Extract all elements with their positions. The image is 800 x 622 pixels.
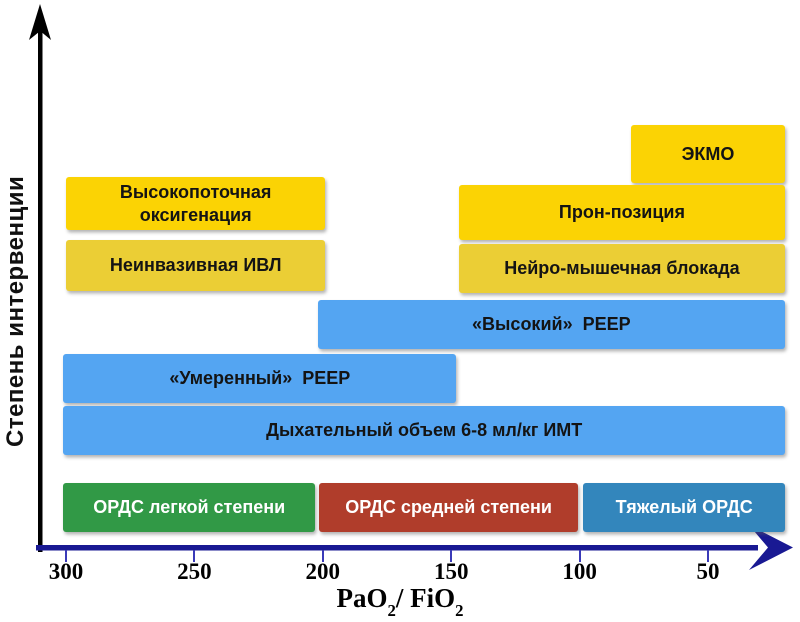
x-tick-mark xyxy=(578,550,581,562)
chart-bar-high-flow-oxygenation: Высокопоточная оксигенация xyxy=(66,177,326,230)
x-tick-mark xyxy=(193,550,196,562)
x-tick-mark xyxy=(450,550,453,562)
chart-bar-tidal-volume: Дыхательный объем 6-8 мл/кг ИМТ xyxy=(63,406,786,455)
chart-bar-noninvasive-ventilation: Неинвазивная ИВЛ xyxy=(66,240,326,291)
x-tick-mark xyxy=(321,550,324,562)
chart-bar-ards-severe: Тяжелый ОРДС xyxy=(583,483,786,532)
x-tick-label: 250 xyxy=(177,559,212,584)
chart-bar-ards-mild: ОРДС легкой степени xyxy=(63,483,316,532)
x-tick-label: 150 xyxy=(433,559,469,584)
chart-bar-prone-position: Прон-позиция xyxy=(458,185,786,240)
chart-bar-ecmo: ЭКМО xyxy=(630,125,786,183)
chart-bar-neuromuscular-blockade: Нейро-мышечная блокада xyxy=(458,244,786,293)
y-axis-title: Степень интервенции xyxy=(2,175,29,447)
chart-bar-ards-moderate: ОРДС средней степени xyxy=(318,483,579,532)
x-tick-mark xyxy=(707,550,709,562)
x-axis-title-sub: 2 xyxy=(387,601,396,621)
x-tick-mark xyxy=(65,550,67,562)
chart-bar-high-peep: «Высокий» PEEP xyxy=(317,300,786,349)
y-axis xyxy=(29,4,51,552)
chart-bar-moderate-peep: «Умеренный» PEEP xyxy=(63,354,457,403)
x-tick-label: 200 xyxy=(305,559,341,584)
x-axis-title-part: / FiO xyxy=(395,583,456,613)
x-tick-label: 100 xyxy=(562,559,597,584)
x-tick-label: 50 xyxy=(696,559,720,584)
x-axis-title-part: PaO xyxy=(336,583,388,613)
x-axis-title-sub: 2 xyxy=(455,601,464,621)
y-axis-arrow-icon xyxy=(29,4,51,40)
x-tick-label: 300 xyxy=(48,559,84,584)
x-axis-title: PaO2/ FiO2 xyxy=(300,583,500,619)
